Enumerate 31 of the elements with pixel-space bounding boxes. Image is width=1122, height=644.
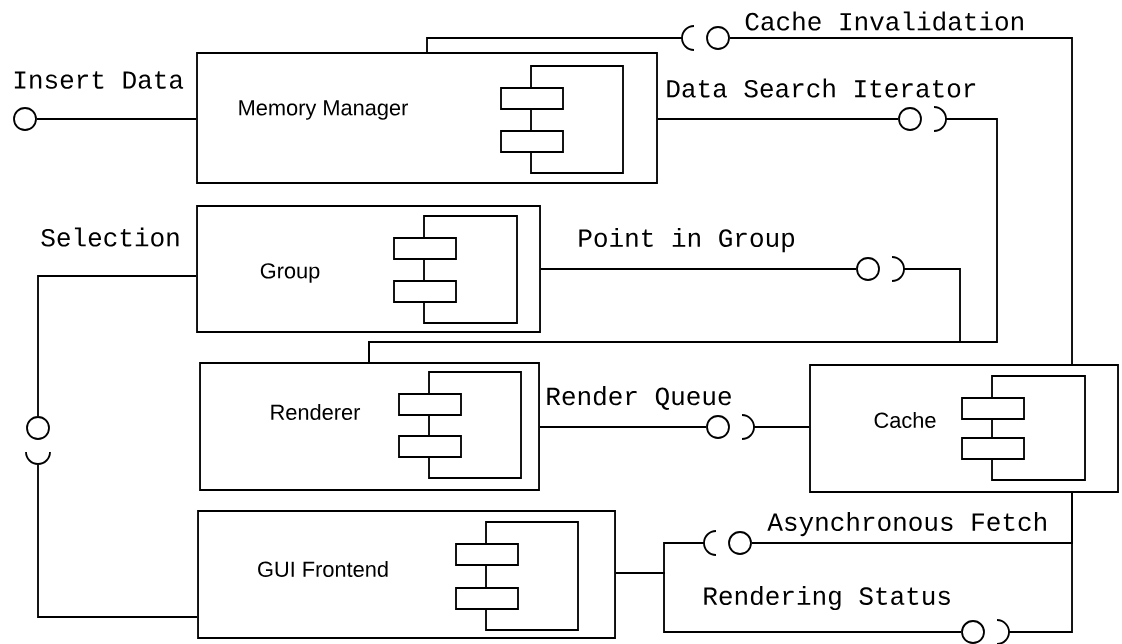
connector [539,426,707,428]
interface-label: Rendering Status [704,585,950,611]
interface-label: Cache Invalidation [745,11,1023,31]
connector [741,414,810,440]
interface-label: Insert Data [14,71,184,89]
connector [996,492,1073,644]
interface-ball [706,26,730,50]
connector [368,256,961,364]
connector [729,37,1073,366]
interface-ball [13,107,37,131]
component-box: Group [196,205,541,333]
component-box: Cache [809,364,1119,493]
interface-ball [898,107,922,131]
connector [657,118,899,120]
interface-label: Selection [41,227,179,247]
interface-ball [961,620,985,644]
connector [36,118,197,120]
interface-label: Data Search Iterator [667,78,976,98]
interface-label: Asynchronous Fetch [767,511,1046,537]
component-box: GUI Frontend [197,510,616,639]
interface-label: Render Queue [547,386,731,410]
interface-ball [26,416,50,440]
connector [25,451,199,618]
component-box: Renderer [199,362,540,491]
connector [37,275,198,417]
connector [540,268,857,270]
interface-ball [728,531,752,555]
interface-ball [856,257,880,281]
component-box: Memory Manager [196,52,658,184]
interface-ball [706,415,730,439]
interface-label: Point in Group [579,227,795,253]
